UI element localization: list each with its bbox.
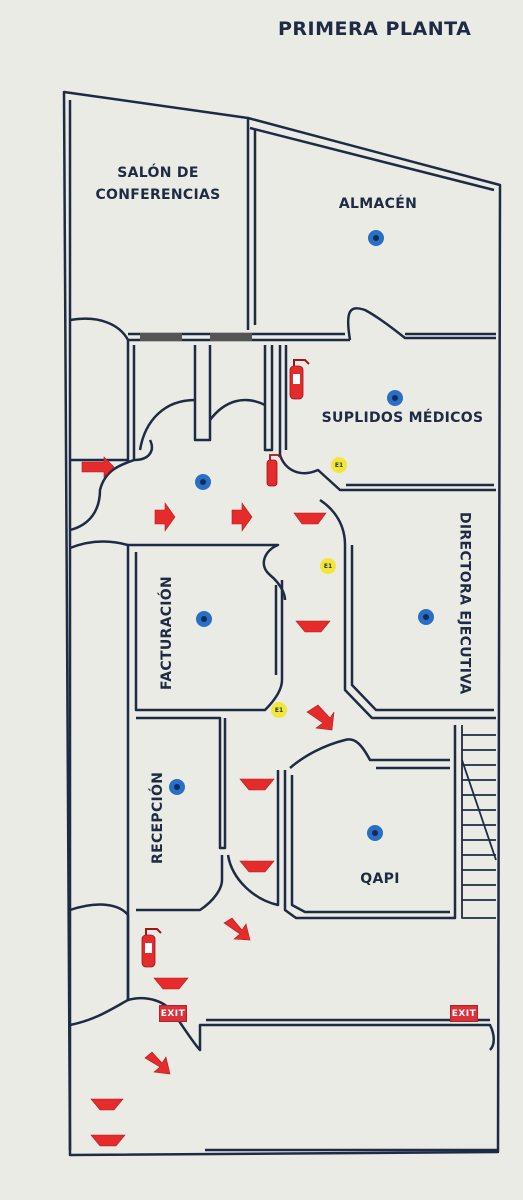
- evacuation-arrow-icon: [90, 1098, 124, 1111]
- evacuation-arrow-icon: [81, 456, 115, 478]
- room-label-billing: FACTURACIÓN: [159, 575, 175, 690]
- evacuation-arrow-icon: [223, 917, 251, 941]
- wall-left-lobby: [69, 458, 135, 532]
- you-are-here-marker-icon: [196, 611, 212, 627]
- room-label-storage: ALMACÉN: [338, 196, 418, 212]
- exit-sign-icon: EXIT: [159, 1005, 187, 1022]
- wall-lobby-top: [133, 439, 154, 462]
- wall-left-corridor: [69, 317, 136, 462]
- wall-conference-storage: [246, 118, 257, 330]
- room-label-medical-supplies: SUPLIDOS MÉDICOS: [321, 410, 484, 426]
- evacuation-arrow-icon: [295, 620, 331, 633]
- wall-medical-supplies: [278, 345, 496, 492]
- evacuation-arrow-icon: [90, 1134, 126, 1147]
- evacuation-arrow-icon: [239, 778, 275, 791]
- wall-storage-bottom: [346, 307, 496, 341]
- room-label-reception: RECEPCIÓN: [150, 771, 166, 865]
- wall-director: [319, 498, 496, 720]
- you-are-here-marker-icon: [418, 609, 434, 625]
- evacuation-arrow-icon: [154, 502, 176, 532]
- door-swing-1: [138, 398, 196, 451]
- you-are-here-marker-icon: [368, 230, 384, 246]
- you-are-here-marker-icon: [195, 474, 211, 490]
- wall-reception-corridor: [226, 770, 280, 907]
- evacuation-arrow-icon: [81, 456, 335, 1147]
- e1-sign-icon: E1: [271, 702, 287, 718]
- e1-sign-icon: E1: [320, 558, 336, 574]
- wall-exit-corridor: [127, 996, 495, 1052]
- outer-wall-inner: [68, 100, 495, 1150]
- evacuation-arrow-icon: [144, 1051, 171, 1075]
- page-title: PRIMERA PLANTA: [278, 18, 472, 40]
- fire-extinguisher-icon: [141, 928, 162, 968]
- wall-reception: [136, 716, 227, 912]
- room-label-conference: SALÓN DE CONFERENCIAS: [95, 165, 221, 203]
- evacuation-arrow-icon: [293, 512, 327, 525]
- wall-qapi: [283, 725, 457, 920]
- evacuation-arrow-icon: [239, 860, 275, 873]
- stairs: [461, 725, 497, 919]
- evacuation-arrow-icon: [231, 502, 253, 532]
- door-swing-2: [209, 398, 266, 421]
- e1-sign-icon: E1: [331, 457, 347, 473]
- wall-restrooms: [193, 345, 274, 452]
- fire-extinguisher-icon: [141, 359, 310, 968]
- evacuation-arrow-icon: [153, 977, 189, 990]
- you-are-here-marker-icon: [169, 779, 185, 795]
- exit-sign-icon: EXIT: [450, 1005, 478, 1022]
- fire-extinguisher-icon: [266, 454, 282, 487]
- you-are-here-marker-icon: [169, 230, 434, 841]
- evacuation-arrow-icon: [306, 704, 335, 731]
- fire-extinguisher-icon: [289, 359, 310, 400]
- room-label-executive-director: DIRECTORA EJECUTIVA: [456, 511, 473, 695]
- you-are-here-marker-icon: [367, 825, 383, 841]
- sliding-doors: [140, 333, 252, 341]
- you-are-here-marker-icon: [387, 390, 403, 406]
- wall-lower-corridor: [69, 903, 130, 1027]
- room-label-qapi: QAPI: [360, 871, 400, 887]
